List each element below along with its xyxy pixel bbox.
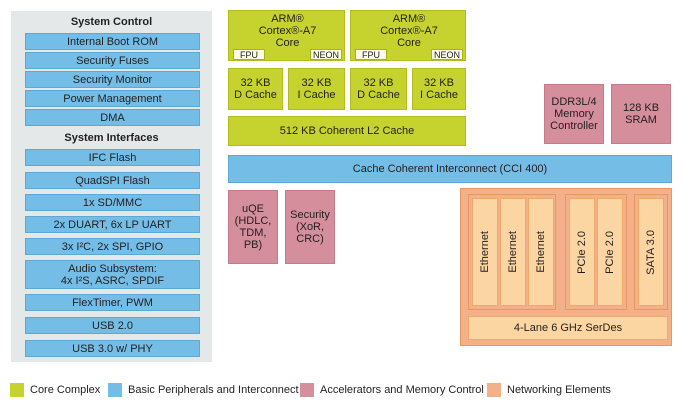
block-sd-mmc: 1x SD/MMC xyxy=(25,194,200,211)
block-internal-boot-rom: Internal Boot ROM xyxy=(25,33,200,50)
block-security-fuses: Security Fuses xyxy=(25,52,200,69)
block-dma: DMA xyxy=(25,109,200,126)
legend-swatch-accelerators xyxy=(300,383,314,397)
core-2-fpu: FPU xyxy=(355,49,387,60)
block-duart: 2x DUART, 6x LP UART xyxy=(25,216,200,233)
legend-label-accelerators: Accelerators and Memory Control xyxy=(320,384,484,396)
legend-swatch-networking xyxy=(487,383,501,397)
core-1-fpu: FPU xyxy=(233,49,265,60)
legend-swatch-basic-peripherals xyxy=(108,383,122,397)
pcie-2: PCIe 2.0 xyxy=(597,198,623,306)
block-quadspi-flash: QuadSPI Flash xyxy=(25,172,200,189)
system-control-heading: System Control xyxy=(70,16,153,28)
pcie-1: PCIe 2.0 xyxy=(569,198,595,306)
legend-label-basic-peripherals: Basic Peripherals and Interconnect xyxy=(128,384,299,396)
core-2-neon: NEON xyxy=(431,49,463,60)
core-1: ARM® Cortex®-A7 Core FPU NEON xyxy=(228,10,345,61)
block-usb3: USB 3.0 w/ PHY xyxy=(25,340,200,357)
ethernet-3: Ethernet xyxy=(528,198,554,306)
cache-coherent-interconnect: Cache Coherent Interconnect (CCI 400) xyxy=(228,155,672,183)
cache-i-2: 32 KB I Cache xyxy=(412,68,466,110)
ethernet-2: Ethernet xyxy=(500,198,526,306)
legend-label-core-complex: Core Complex xyxy=(30,384,101,396)
ethernet-1-label: Ethernet xyxy=(479,231,491,273)
ethernet-1: Ethernet xyxy=(472,198,498,306)
pcie-2-label: PCIe 2.0 xyxy=(604,230,616,274)
l2-cache: 512 KB Coherent L2 Cache xyxy=(228,116,466,146)
legend-label-networking: Networking Elements xyxy=(507,384,611,396)
cache-d-1: 32 KB D Cache xyxy=(228,68,283,110)
block-flextimer-pwm: FlexTimer, PWM xyxy=(25,294,200,311)
serdes: 4-Lane 6 GHz SerDes xyxy=(468,316,668,340)
block-audio-subsystem: Audio Subsystem: 4x I²S, ASRC, SPDIF xyxy=(25,260,200,289)
cache-d-2: 32 KB D Cache xyxy=(350,68,407,110)
core-1-label: ARM® Cortex®-A7 Core xyxy=(258,13,317,49)
sata: SATA 3.0 xyxy=(638,198,664,306)
core-2-label: ARM® Cortex®-A7 Core xyxy=(380,13,438,49)
ethernet-2-label: Ethernet xyxy=(507,231,519,273)
core-1-neon: NEON xyxy=(310,49,342,60)
system-interfaces-heading: System Interfaces xyxy=(64,132,159,144)
sata-label: SATA 3.0 xyxy=(645,229,657,275)
block-i2c-spi-gpio: 3x I²C, 2x SPI, GPIO xyxy=(25,238,200,255)
block-usb2: USB 2.0 xyxy=(25,317,200,334)
legend-swatch-core-complex xyxy=(10,383,24,397)
security-block: Security (XoR, CRC) xyxy=(285,190,335,264)
uqe-block: uQE (HDLC, TDM, PB) xyxy=(228,190,278,264)
ddr-memory-controller: DDR3L/4 Memory Controller xyxy=(544,84,604,144)
ethernet-3-label: Ethernet xyxy=(535,231,547,273)
block-security-monitor: Security Monitor xyxy=(25,71,200,88)
block-power-management: Power Management xyxy=(25,90,200,107)
block-ifc-flash: IFC Flash xyxy=(25,149,200,166)
sram: 128 KB SRAM xyxy=(611,84,671,144)
pcie-1-label: PCIe 2.0 xyxy=(576,230,588,274)
core-2: ARM® Cortex®-A7 Core FPU NEON xyxy=(350,10,466,61)
cache-i-1: 32 KB I Cache xyxy=(288,68,345,110)
